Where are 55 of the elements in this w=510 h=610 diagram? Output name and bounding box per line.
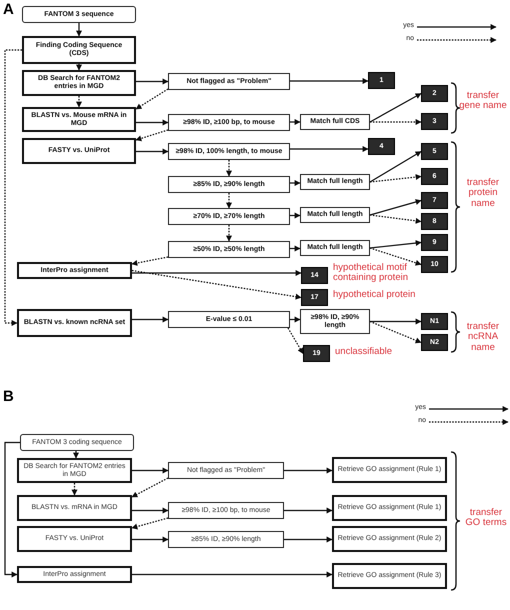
dashed-arrow (72, 483, 78, 496)
arrow (290, 246, 301, 252)
panel-letter: B (3, 389, 15, 406)
arrow (132, 536, 169, 542)
dashed-arrow (370, 320, 422, 344)
result-caption: hypothetical motif containing protein (333, 263, 409, 284)
arrow (76, 64, 82, 71)
arrow (290, 316, 301, 322)
arrow (136, 78, 169, 84)
dashed-arrow (131, 256, 168, 266)
dashed-arrow (76, 96, 82, 108)
dashed-arrow (131, 517, 168, 530)
dashed-arrow (132, 270, 302, 300)
arrow (136, 148, 169, 154)
dashed-arrow (370, 247, 422, 266)
dashed-arrow (370, 214, 422, 224)
panel-letter: A (3, 2, 15, 18)
arrow (290, 212, 301, 218)
arrow (136, 120, 169, 126)
arrow (290, 146, 369, 152)
arrow (370, 92, 422, 123)
arrow (132, 316, 169, 322)
arrow (76, 23, 82, 37)
arrow (132, 572, 333, 578)
arrow (290, 119, 301, 125)
dashed-arrow (287, 328, 304, 354)
arrow (132, 508, 169, 514)
dashed-arrow (226, 193, 232, 209)
dashed-arrow (4, 49, 22, 326)
group-label: transfer GO terms (464, 508, 508, 529)
arrow (132, 468, 169, 474)
dashed-arrow (226, 160, 232, 177)
arrow (132, 270, 302, 276)
arrow (284, 508, 333, 514)
arrow (4, 442, 20, 578)
arrow (370, 199, 422, 216)
group-label: transfer ncRNA name (466, 322, 500, 354)
dashed-arrow (370, 119, 422, 125)
dashed-arrow (136, 88, 168, 110)
arrow (290, 78, 369, 84)
arrow (73, 451, 79, 459)
arrow (370, 150, 422, 183)
dashed-arrow (226, 225, 232, 242)
arrow (284, 468, 333, 474)
group-label: transfer gene name (458, 91, 508, 112)
result-caption: unclassifiable (335, 347, 394, 358)
arrow (370, 240, 422, 249)
arrow (290, 180, 301, 186)
arrow (370, 318, 422, 324)
result-caption: hypothetical protein (333, 290, 416, 300)
group-label: transfer protein name (466, 178, 500, 210)
dashed-arrow (135, 129, 168, 142)
dashed-arrow (370, 174, 422, 183)
arrow (284, 536, 333, 542)
dashed-arrow (131, 477, 168, 498)
